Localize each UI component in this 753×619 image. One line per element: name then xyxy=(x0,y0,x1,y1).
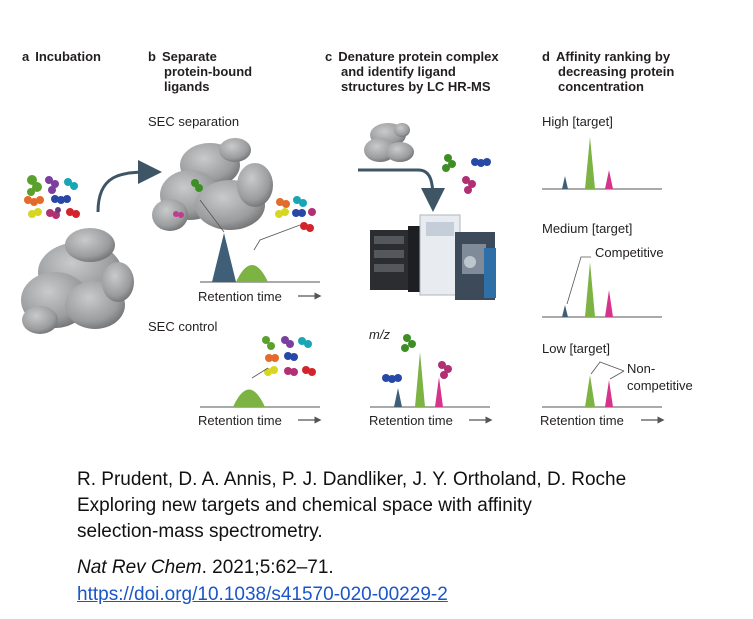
ligand-green xyxy=(27,175,42,196)
non-competitive-callout-2 xyxy=(609,370,625,380)
citation-title-line2: selection-mass spectrometry. xyxy=(77,521,323,542)
ligand-yellow xyxy=(28,208,42,218)
competitive-label: Competitive xyxy=(595,245,664,260)
doi-link[interactable]: https://doi.org/10.1038/s41570-020-00229… xyxy=(77,584,448,605)
lc-hrms-instrument xyxy=(370,214,496,300)
peak-d-high-pink xyxy=(605,170,613,189)
citation-journal: Nat Rev Chem. 2021;5:62–71. xyxy=(77,555,334,580)
non-competitive-label-2: competitive xyxy=(627,378,693,393)
peak-d-low-green xyxy=(585,375,595,407)
peak-c-pink xyxy=(435,377,443,407)
peak-d-high-dark xyxy=(562,176,568,189)
ligand-violet xyxy=(55,207,61,213)
peak-d-high-green xyxy=(585,137,595,189)
free-ligands-b1 xyxy=(275,196,316,232)
protein-target-a xyxy=(21,228,134,334)
retention-time-label-d: Retention time xyxy=(540,413,624,428)
competitive-callout xyxy=(566,256,591,305)
peak-d-medium-green xyxy=(585,262,595,317)
protein-small-c xyxy=(364,123,414,162)
ligand-cyan xyxy=(64,178,78,190)
mz-label: m/z xyxy=(369,327,390,342)
journal-name: Nat Rev Chem xyxy=(77,557,202,578)
protein-peak-b1 xyxy=(212,233,236,282)
journal-details: . 2021;5:62–71. xyxy=(201,557,334,578)
ligand-peak-b1 xyxy=(236,265,268,282)
ligand-orange xyxy=(24,196,44,206)
low-target-label: Low [target] xyxy=(542,341,610,356)
bound-ligand-green xyxy=(191,179,203,192)
ligands-c-top xyxy=(442,154,491,194)
retention-time-label-c: Retention time xyxy=(369,413,453,428)
callout-line-b2 xyxy=(253,224,301,251)
medium-target-label: Medium [target] xyxy=(542,221,633,236)
peak-c-green xyxy=(415,352,425,407)
sec-separation-label: SEC separation xyxy=(148,114,240,129)
ligand-peak-b2 xyxy=(233,389,265,407)
callout-line-b1 xyxy=(199,199,225,233)
ligand-mixture-a xyxy=(24,175,80,219)
non-competitive-callout xyxy=(590,361,625,375)
retention-time-label-b2: Retention time xyxy=(198,413,282,428)
free-ligands-b2 xyxy=(262,336,316,376)
ligand-purple xyxy=(45,176,59,194)
citation-title-line1: Exploring new targets and chemical space… xyxy=(77,495,532,516)
non-competitive-label-1: Non- xyxy=(627,361,656,376)
high-target-label: High [target] xyxy=(542,114,613,129)
peak-d-medium-pink xyxy=(605,290,613,317)
denature-arrow xyxy=(358,168,445,212)
ligand-red xyxy=(66,208,80,218)
incubation-arrow xyxy=(96,160,162,213)
peak-d-low-pink xyxy=(605,380,613,407)
sec-control-label: SEC control xyxy=(148,319,218,334)
callout-line-b3 xyxy=(251,367,269,379)
peak-d-medium-dark xyxy=(562,305,568,317)
mz-ligands xyxy=(382,334,452,383)
bound-ligand-magenta xyxy=(173,211,184,218)
protein-ligand-complex xyxy=(152,138,273,231)
workflow-figure xyxy=(21,123,665,424)
citation-authors: R. Prudent, D. A. Annis, P. J. Dandliker… xyxy=(77,469,627,490)
retention-time-label-b1: Retention time xyxy=(198,289,282,304)
ligand-blue xyxy=(51,195,71,204)
peak-c-dark xyxy=(394,388,402,407)
